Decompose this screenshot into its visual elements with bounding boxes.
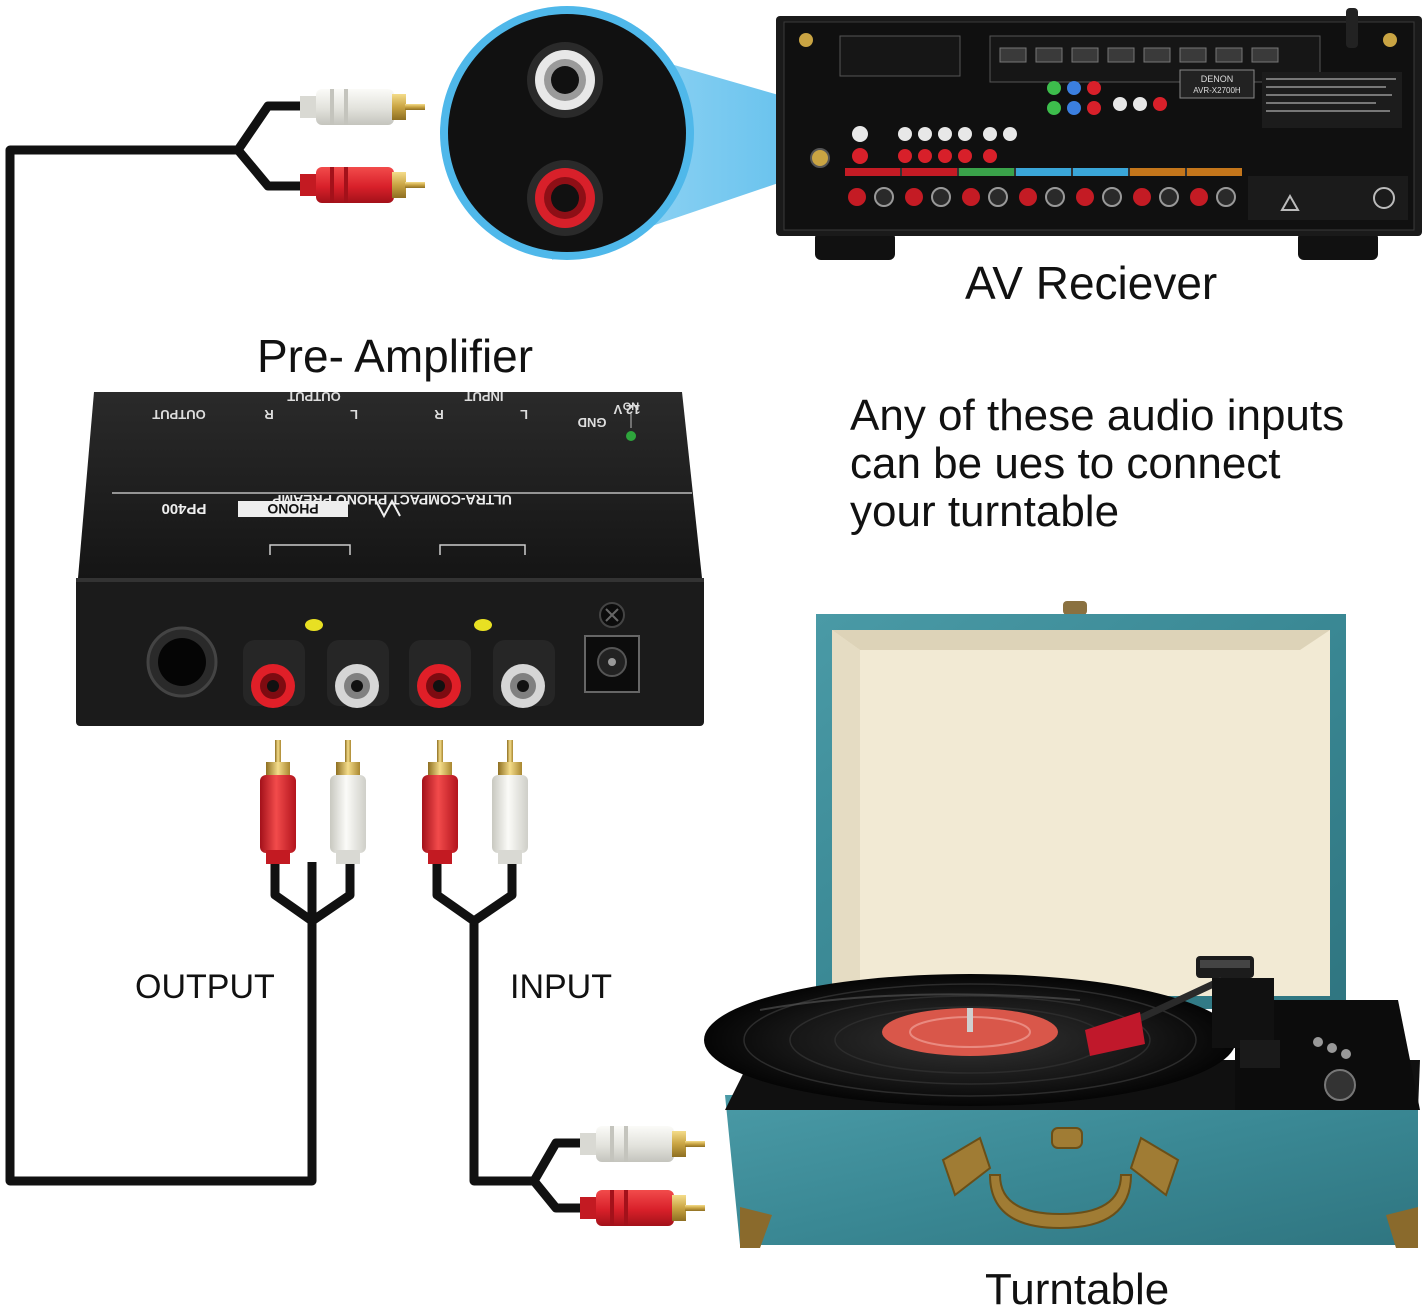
- preamp-device: ULTRA-COMPACT PHONO PREAMP PHONO PP400 1…: [76, 389, 704, 726]
- dc-power-jack: [584, 635, 640, 693]
- cable-output-to-receiver: [5, 101, 355, 1186]
- preamp-headphone-output-label: OUTPUT: [152, 407, 206, 422]
- input-l-jack: [493, 640, 555, 708]
- preamp-on-label: ON: [623, 401, 640, 413]
- zoom-white-jack: [527, 42, 603, 118]
- note-line-3: your turntable: [850, 487, 1120, 536]
- input-cable-label: INPUT: [510, 968, 612, 1006]
- receiver-speaker-terminals: [845, 168, 1242, 207]
- output-gain-indicator-icon: [305, 619, 323, 631]
- preamp-brand-plate: [238, 501, 348, 517]
- av-receiver: DENON AVR-X2700H: [776, 8, 1422, 260]
- input-r-jack: [409, 640, 471, 708]
- rca-plug-white-turntable-end: [580, 1126, 705, 1162]
- zoom-red-jack: [527, 160, 603, 236]
- receiver-video-jacks: [1047, 81, 1167, 115]
- tonearm: [1085, 956, 1280, 1068]
- receiver-brand: DENON: [1201, 74, 1234, 84]
- rca-plug-white-receiver-end: [300, 89, 425, 125]
- preamp-logo-mark: [375, 498, 401, 519]
- rca-plug-red-input: [422, 740, 458, 864]
- instruction-note: Any of these audio inputs can be ues to …: [850, 392, 1344, 536]
- headphone-jack: [146, 626, 218, 698]
- preamp-output-group-label: OUTPUT: [287, 389, 341, 404]
- turntable: [704, 601, 1420, 1248]
- vinyl-record: [704, 974, 1236, 1106]
- turntable-lid: [816, 601, 1346, 1009]
- preamp-gnd-label: GND: [578, 415, 607, 430]
- gnd-screw-icon: [599, 602, 625, 628]
- preamp-power-label: 12 V: [613, 402, 640, 417]
- power-led-icon: [626, 431, 636, 441]
- rca-plug-red-receiver-end: [300, 167, 425, 203]
- note-line-2: can be ues to connect: [850, 439, 1281, 488]
- preamp-brand: PHONO: [267, 501, 318, 517]
- rca-plug-white-output: [330, 740, 366, 864]
- input-gain-indicator-icon: [474, 619, 492, 631]
- preamp-input-r-label: R: [434, 407, 444, 422]
- preamp-caption: Pre- Amplifier: [257, 330, 534, 382]
- preamp-model: PP400: [161, 500, 206, 517]
- volume-knob-icon: [1324, 1069, 1356, 1101]
- preamp-output-r-label: R: [264, 407, 274, 422]
- output-l-jack: [327, 640, 389, 708]
- zoom-callout: [440, 6, 852, 260]
- case-handle: [941, 1127, 1180, 1230]
- receiver-model: AVR-X2700H: [1193, 86, 1241, 95]
- rca-plug-red-turntable-end: [580, 1190, 705, 1226]
- av-receiver-caption: AV Reciever: [965, 257, 1218, 309]
- preamp-output-l-label: L: [350, 407, 358, 422]
- turntable-caption: Turntable: [985, 1265, 1170, 1314]
- note-line-1: Any of these audio inputs: [850, 391, 1345, 440]
- receiver-audio-inputs: [852, 126, 1017, 164]
- output-r-jack: [243, 640, 305, 708]
- cable-input-to-turntable: [432, 862, 586, 1213]
- preamp-input-l-label: L: [520, 407, 528, 422]
- turntable-base: [725, 1000, 1420, 1248]
- preamp-top-labels: ULTRA-COMPACT PHONO PREAMP PHONO PP400 1…: [152, 389, 640, 519]
- preamp-input-group-label: INPUT: [464, 389, 503, 404]
- rca-plug-white-input: [492, 740, 528, 864]
- rca-plug-red-output: [260, 740, 296, 864]
- output-cable-label: OUTPUT: [135, 968, 275, 1006]
